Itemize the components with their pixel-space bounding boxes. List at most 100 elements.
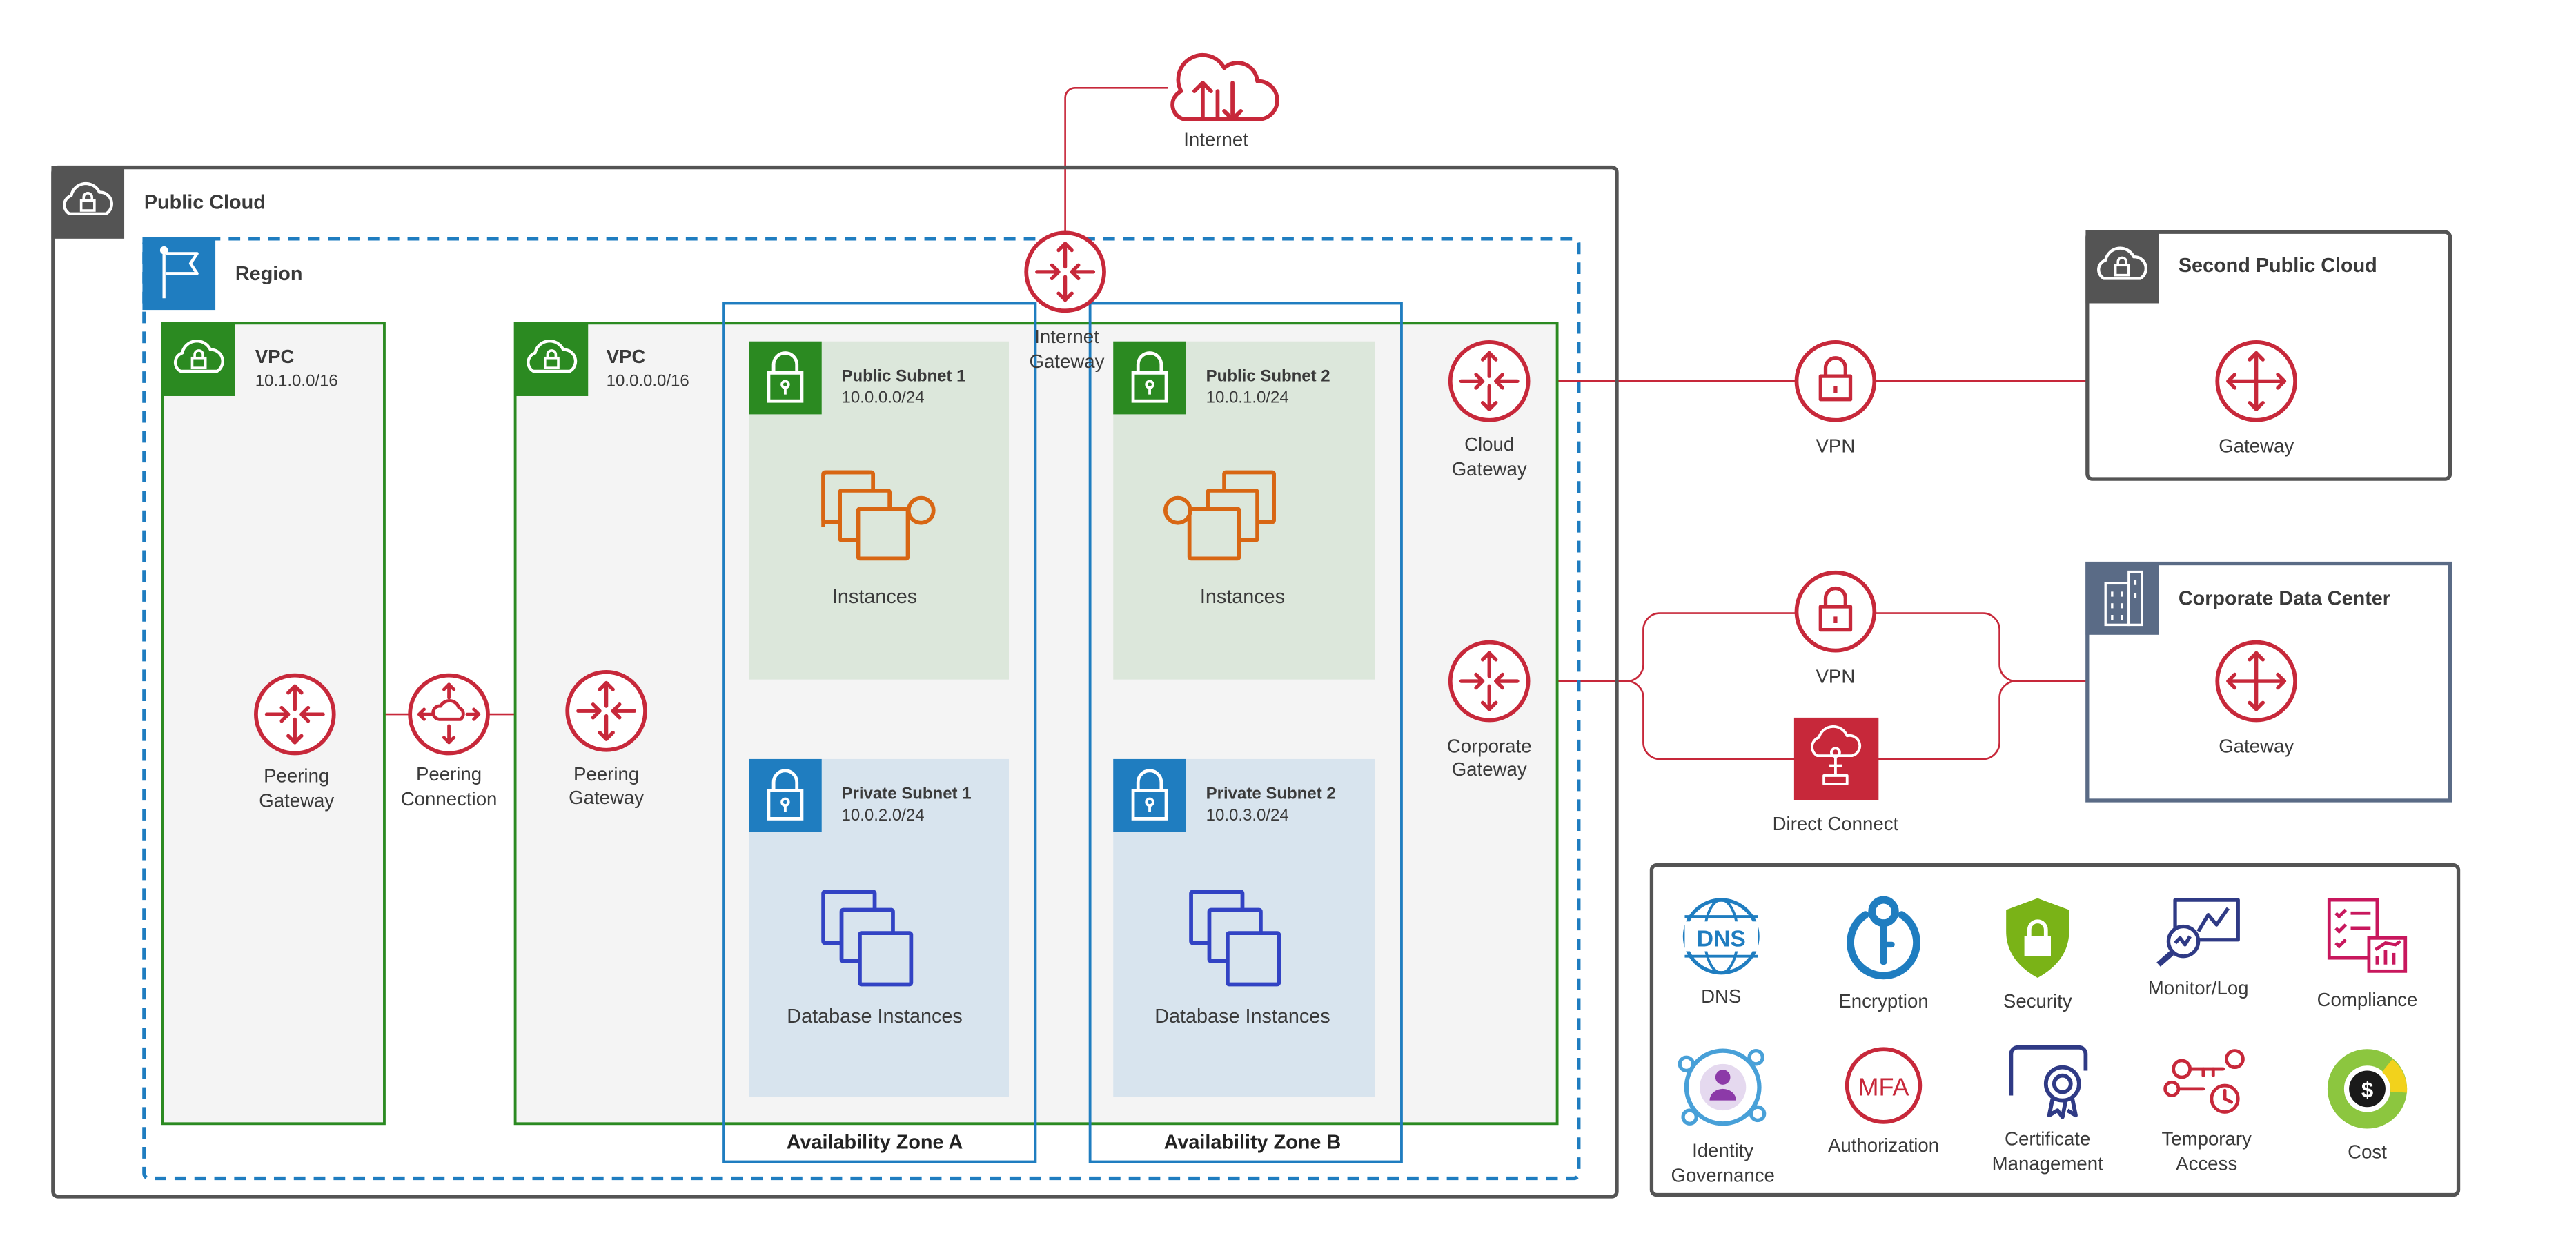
building-icon [2104,570,2143,627]
peering-gateway-label-line2: Gateway [259,790,334,812]
certificate-icon [2009,1045,2088,1119]
legend-item-authorization: MFA Authorization [1828,1047,1939,1156]
second-public-cloud: Second Public Cloud Gateway [2085,230,2452,481]
legend-item-identity-governance: Identity Governance [1671,1048,1775,1186]
corporate-gateway-label-line1: Corporate [1447,735,1532,756]
second-cloud-gateway[interactable]: Gateway [2217,342,2295,457]
internet-gateway-label-line1: Internet [1034,326,1099,347]
subnet-cidr: 10.0.0.0/24 [842,389,925,407]
router-icon [1026,233,1104,311]
availability-zone-b: Availability Zone B [1088,302,1403,1163]
router-icon [1451,342,1528,420]
region-container: Region [142,237,1581,1181]
svg-text:DNS: DNS [1697,926,1746,952]
cloud-gateway[interactable]: Cloud Gateway [1451,342,1528,480]
internet-label: Internet [1183,128,1248,150]
peering-gateway-label-line1: Peering [264,765,329,787]
legend-label: Compliance [2317,989,2418,1010]
cloud-gateway-label-line2: Gateway [1452,458,1527,480]
public-subnet-2[interactable]: Public Subnet 2 10.0.1.0/24 Instances [1113,341,1375,680]
corporate-gateway[interactable]: Corporate Gateway [1447,642,1532,780]
security-icon [2006,898,2069,978]
peering-gateway-right[interactable]: Peering Gateway [567,672,645,808]
vpc-left-title: VPC [255,346,295,367]
legend-item-cost: $ Cost [2327,1049,2408,1163]
az-label: Availability Zone B [1164,1131,1341,1153]
subnet-content-label: Database Instances [787,1005,962,1028]
peering-gateway-label-line2: Gateway [569,787,644,808]
legend-label: Identity [1692,1139,1753,1161]
compliance-icon [2327,898,2408,973]
vpn-middle[interactable]: VPN [1796,573,1874,687]
subnet-cidr: 10.0.2.0/24 [842,806,925,825]
legend-label: Security [2003,990,2072,1012]
gateway-icon [2217,642,2295,720]
legend-label: Cost [2348,1141,2387,1163]
legend-label: Monitor/Log [2148,977,2249,999]
public-cloud-container: Public Cloud [51,165,1619,1199]
public-cloud-icon-bg [51,166,125,239]
internet-node[interactable]: Internet [1170,52,1279,150]
legend-item-security: Security [2003,898,2072,1012]
encryption-icon [1847,896,1920,980]
legend-label: Temporary [2161,1128,2252,1150]
vpn-icon [1796,342,1874,420]
region-title: Region [235,263,303,285]
availability-zone-a: Availability Zone A [722,302,1037,1163]
direct-connect[interactable]: Direct Connect [1773,717,1899,834]
subnet-name: Public Subnet 2 [1206,366,1330,385]
peering-gateway-left[interactable]: Peering Gateway [256,676,334,812]
public-cloud-title: Public Cloud [144,192,266,214]
legend-label: DNS [1701,985,1741,1007]
direct-connect-icon [1810,725,1862,785]
legend-item-monitor-log: Monitor/Log [2148,898,2249,999]
vpc-left-icon-bg [162,323,235,396]
identity-governance-icon [1678,1048,1767,1126]
peering-connection[interactable]: Peering Connection [401,676,498,810]
vpc-main-title: VPC [607,346,646,367]
subnet-name: Private Subnet 1 [842,785,972,803]
gateway-label: Gateway [2219,435,2294,457]
vpn-label: VPN [1816,665,1856,687]
subnet-content-label: Instances [832,586,917,608]
internet-link [1064,86,1168,236]
public-subnet-1[interactable]: Public Subnet 1 10.0.0.0/24 Instances [749,341,1009,680]
direct-connect-label: Direct Connect [1773,813,1899,834]
corporate-data-center: Corporate Data Center Gateway [2085,561,2452,803]
subnet-name: Public Subnet 1 [842,366,966,385]
legend-item-dns: DNS DNS [1682,898,1760,1007]
subnet-cidr: 10.0.3.0/24 [1206,806,1289,825]
private-subnet-1[interactable]: Private Subnet 1 10.0.2.0/24 Database In… [749,758,1009,1097]
internet-gateway[interactable]: Internet Gateway [1026,233,1104,372]
peering-connection-label-line2: Connection [401,788,498,809]
internet-gateway-label-line2: Gateway [1030,351,1105,372]
vpc-left-cidr: 10.1.0.0/16 [255,372,338,391]
vpc-main-cidr: 10.0.0.0/16 [607,372,689,391]
cost-icon: $ [2327,1049,2408,1129]
vpn-icon [1796,573,1874,651]
legend-label-line2: Access [2176,1153,2237,1175]
data-center-gateway[interactable]: Gateway [2217,642,2295,757]
subnet-content-label: Instances [1200,586,1285,608]
subnet-content-label: Database Instances [1154,1005,1330,1028]
vpn-label: VPN [1816,435,1856,457]
private-subnet-2[interactable]: Private Subnet 2 10.0.3.0/24 Database In… [1113,758,1375,1097]
router-icon [256,676,334,754]
vpc-main-icon-bg [515,323,589,396]
legend-label: Encryption [1838,990,1928,1012]
legend-item-encryption: Encryption [1838,896,1929,1012]
vpn-top[interactable]: VPN [1796,342,1874,457]
data-center-icon-bg [2085,562,2159,635]
second-cloud-title: Second Public Cloud [2179,255,2377,277]
flag-icon [159,246,199,299]
gateway-label: Gateway [2219,735,2294,756]
mfa-icon: MFA [1845,1047,1923,1124]
monitor-log-icon [2156,898,2240,967]
peering-gateway-label-line1: Peering [573,763,639,785]
router-icon [1451,642,1528,720]
corporate-gateway-label-line2: Gateway [1452,758,1527,780]
dns-icon: DNS [1682,898,1760,975]
legend-label-line2: Management [1992,1153,2103,1175]
az-label: Availability Zone A [787,1131,963,1153]
mfa-badge-text: MFA [1858,1072,1909,1101]
